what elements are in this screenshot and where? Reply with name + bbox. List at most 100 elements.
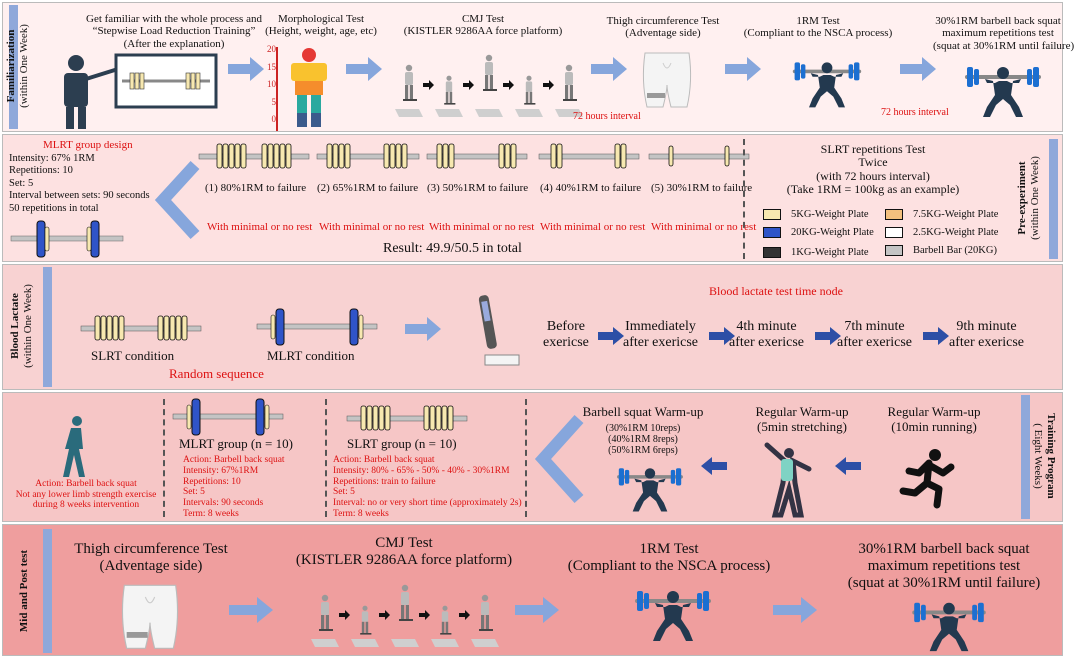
morph-test-title: Morphological Test (Height, weight, age,… bbox=[265, 13, 377, 38]
legend-label: 5KG-Weight Plate bbox=[791, 209, 869, 220]
rest-note: With minimal or no rest bbox=[540, 221, 646, 233]
cmj-test-title: CMJ Test (KISTLER 9286AA force platform) bbox=[295, 535, 513, 568]
chevron-left-icon bbox=[154, 160, 200, 240]
load-step-label: (3) 50%1RM to failure bbox=[427, 182, 529, 194]
arrow-right-icon bbox=[773, 597, 817, 623]
training-program-label: Training Program ( Eight Weeks) bbox=[1027, 401, 1061, 511]
thigh-icon bbox=[121, 584, 179, 649]
familiarize-step-text: Get familiar with the whole process and … bbox=[86, 13, 262, 50]
section-sublabel: (within One Week) bbox=[18, 24, 30, 108]
slrt-group-title: SLRT group (n = 10) bbox=[347, 436, 457, 451]
slrt-condition-label: SLRT condition bbox=[91, 348, 175, 363]
preexperiment-section: MLRT group design Intensity: 67% 1RM Rep… bbox=[2, 134, 1063, 262]
mid-post-label: Mid and Post test bbox=[14, 536, 34, 646]
rest-note: With minimal or no rest bbox=[651, 221, 757, 233]
arrow-right-icon bbox=[228, 57, 264, 81]
mlrt-barbell-icon bbox=[10, 220, 124, 258]
arrow-right-icon bbox=[815, 327, 841, 345]
interval-note: 72 hours interval bbox=[573, 111, 641, 122]
arrow-right-icon bbox=[725, 57, 761, 81]
divider bbox=[163, 399, 165, 517]
mlrt-design-list: Intensity: 67% 1RM Repetitions: 10 Set: … bbox=[9, 153, 150, 214]
squat-lifter-icon bbox=[617, 468, 683, 512]
thigh-test-title: Thigh circumference Test (Adventage side… bbox=[606, 15, 720, 40]
control-group-text: Action: Barbell back squat Not any lower… bbox=[15, 479, 157, 511]
section-label: Mid and Post test bbox=[17, 549, 30, 633]
thigh-icon bbox=[642, 52, 692, 108]
legend-swatch bbox=[885, 209, 903, 220]
presenter-icon bbox=[64, 53, 218, 129]
squat-lifter-icon bbox=[912, 602, 986, 652]
slrt-group-details: Action: Barbell back squat Intensity: 80… bbox=[333, 455, 522, 520]
load-step-label: (1) 80%1RM to failure bbox=[205, 182, 307, 194]
section-sublabel: (within One Week) bbox=[22, 284, 34, 368]
arrow-right-icon bbox=[591, 57, 627, 81]
section-label: Training Program bbox=[1044, 413, 1057, 499]
lactate-analyzer-icon bbox=[478, 295, 520, 366]
running-person-icon bbox=[899, 449, 955, 509]
legend-swatch bbox=[763, 209, 781, 220]
squat-lifter-icon bbox=[792, 62, 862, 108]
slrt-test-heading: SLRT repetitions Test Twice (with 72 hou… bbox=[786, 142, 960, 197]
section-marker-bar bbox=[9, 5, 18, 129]
1rm-test-title: 1RM Test (Compliant to the NSCA process) bbox=[743, 15, 893, 40]
section-marker-bar bbox=[43, 267, 52, 387]
running-warmup-title: Regular Warm-up (10min running) bbox=[887, 404, 981, 434]
divider bbox=[743, 139, 745, 259]
rest-note: With minimal or no rest bbox=[207, 221, 313, 233]
legend-swatch bbox=[763, 247, 781, 258]
thigh-test-title: Thigh circumference Test (Adventage side… bbox=[74, 541, 228, 574]
training-program-section: Action: Barbell back squat Not any lower… bbox=[2, 392, 1063, 522]
time-node-title: Blood lactate test time node bbox=[709, 284, 843, 298]
section-marker-bar bbox=[1049, 139, 1058, 259]
legend-label: 2.5KG-Weight Plate bbox=[913, 227, 999, 238]
stretching-person-icon bbox=[764, 442, 812, 518]
legend-swatch bbox=[885, 227, 903, 238]
cmj-sequence-icon bbox=[311, 584, 499, 647]
legend-label: 20KG-Weight Plate bbox=[791, 227, 874, 238]
preexperiment-label: Pre-experiment (within One Week) bbox=[1012, 138, 1046, 258]
squat-lifter-icon bbox=[635, 591, 711, 641]
legend-label: 7.5KG-Weight Plate bbox=[913, 209, 999, 220]
rest-note: With minimal or no rest bbox=[319, 221, 425, 233]
section-label: Blood Lactate bbox=[9, 293, 22, 359]
mlrt-barbell-icon bbox=[256, 308, 378, 346]
arrow-right-icon bbox=[405, 317, 441, 341]
legend-swatch bbox=[763, 227, 781, 238]
divider bbox=[325, 399, 327, 517]
arrow-right-icon bbox=[598, 327, 624, 345]
blood-lactate-label: Blood Lactate (within One Week) bbox=[5, 271, 39, 381]
mlrt-group-title: MLRT group (n = 10) bbox=[179, 436, 293, 451]
cmj-sequence-icon bbox=[395, 54, 583, 117]
arrow-left-icon bbox=[835, 457, 861, 475]
section-label: Familiarization bbox=[5, 29, 18, 103]
arrow-right-icon bbox=[923, 327, 949, 345]
legend-label: Barbell Bar (20KG) bbox=[913, 245, 997, 256]
load-step-label: (4) 40%1RM to failure bbox=[540, 182, 642, 194]
slrt-barbell-icon bbox=[346, 405, 468, 431]
familiarization-section: Familiarization (within One Week) Get fa… bbox=[2, 2, 1074, 132]
load-step-label: (5) 30%1RM to failure bbox=[651, 182, 753, 194]
stretching-warmup-title: Regular Warm-up (5min stretching) bbox=[755, 404, 849, 434]
mid-post-test-section: Mid and Post test Thigh circumference Te… bbox=[2, 524, 1063, 656]
cmj-test-title: CMJ Test (KISTLER 9286AA force platform) bbox=[403, 13, 563, 38]
squat-warmup-title: Barbell squat Warm-up bbox=[582, 404, 704, 419]
section-marker-bar bbox=[43, 529, 52, 653]
slrt-barbell-icon bbox=[80, 315, 202, 341]
divider bbox=[525, 399, 527, 517]
arrow-right-icon bbox=[900, 57, 936, 81]
squat-warmup-details: (30%1RM 10reps) (40%1RM 8reps) (50%1RM 6… bbox=[605, 423, 681, 457]
legend-swatch bbox=[885, 245, 903, 256]
arrow-right-icon bbox=[346, 57, 382, 81]
chevron-left-icon bbox=[534, 414, 584, 504]
arrow-right-icon bbox=[515, 597, 559, 623]
body-composition-icon bbox=[276, 47, 327, 131]
walking-person-icon bbox=[63, 416, 85, 477]
section-label: Pre-experiment bbox=[1016, 161, 1029, 235]
section-marker-bar bbox=[1021, 395, 1030, 519]
arrow-right-icon bbox=[709, 327, 735, 345]
